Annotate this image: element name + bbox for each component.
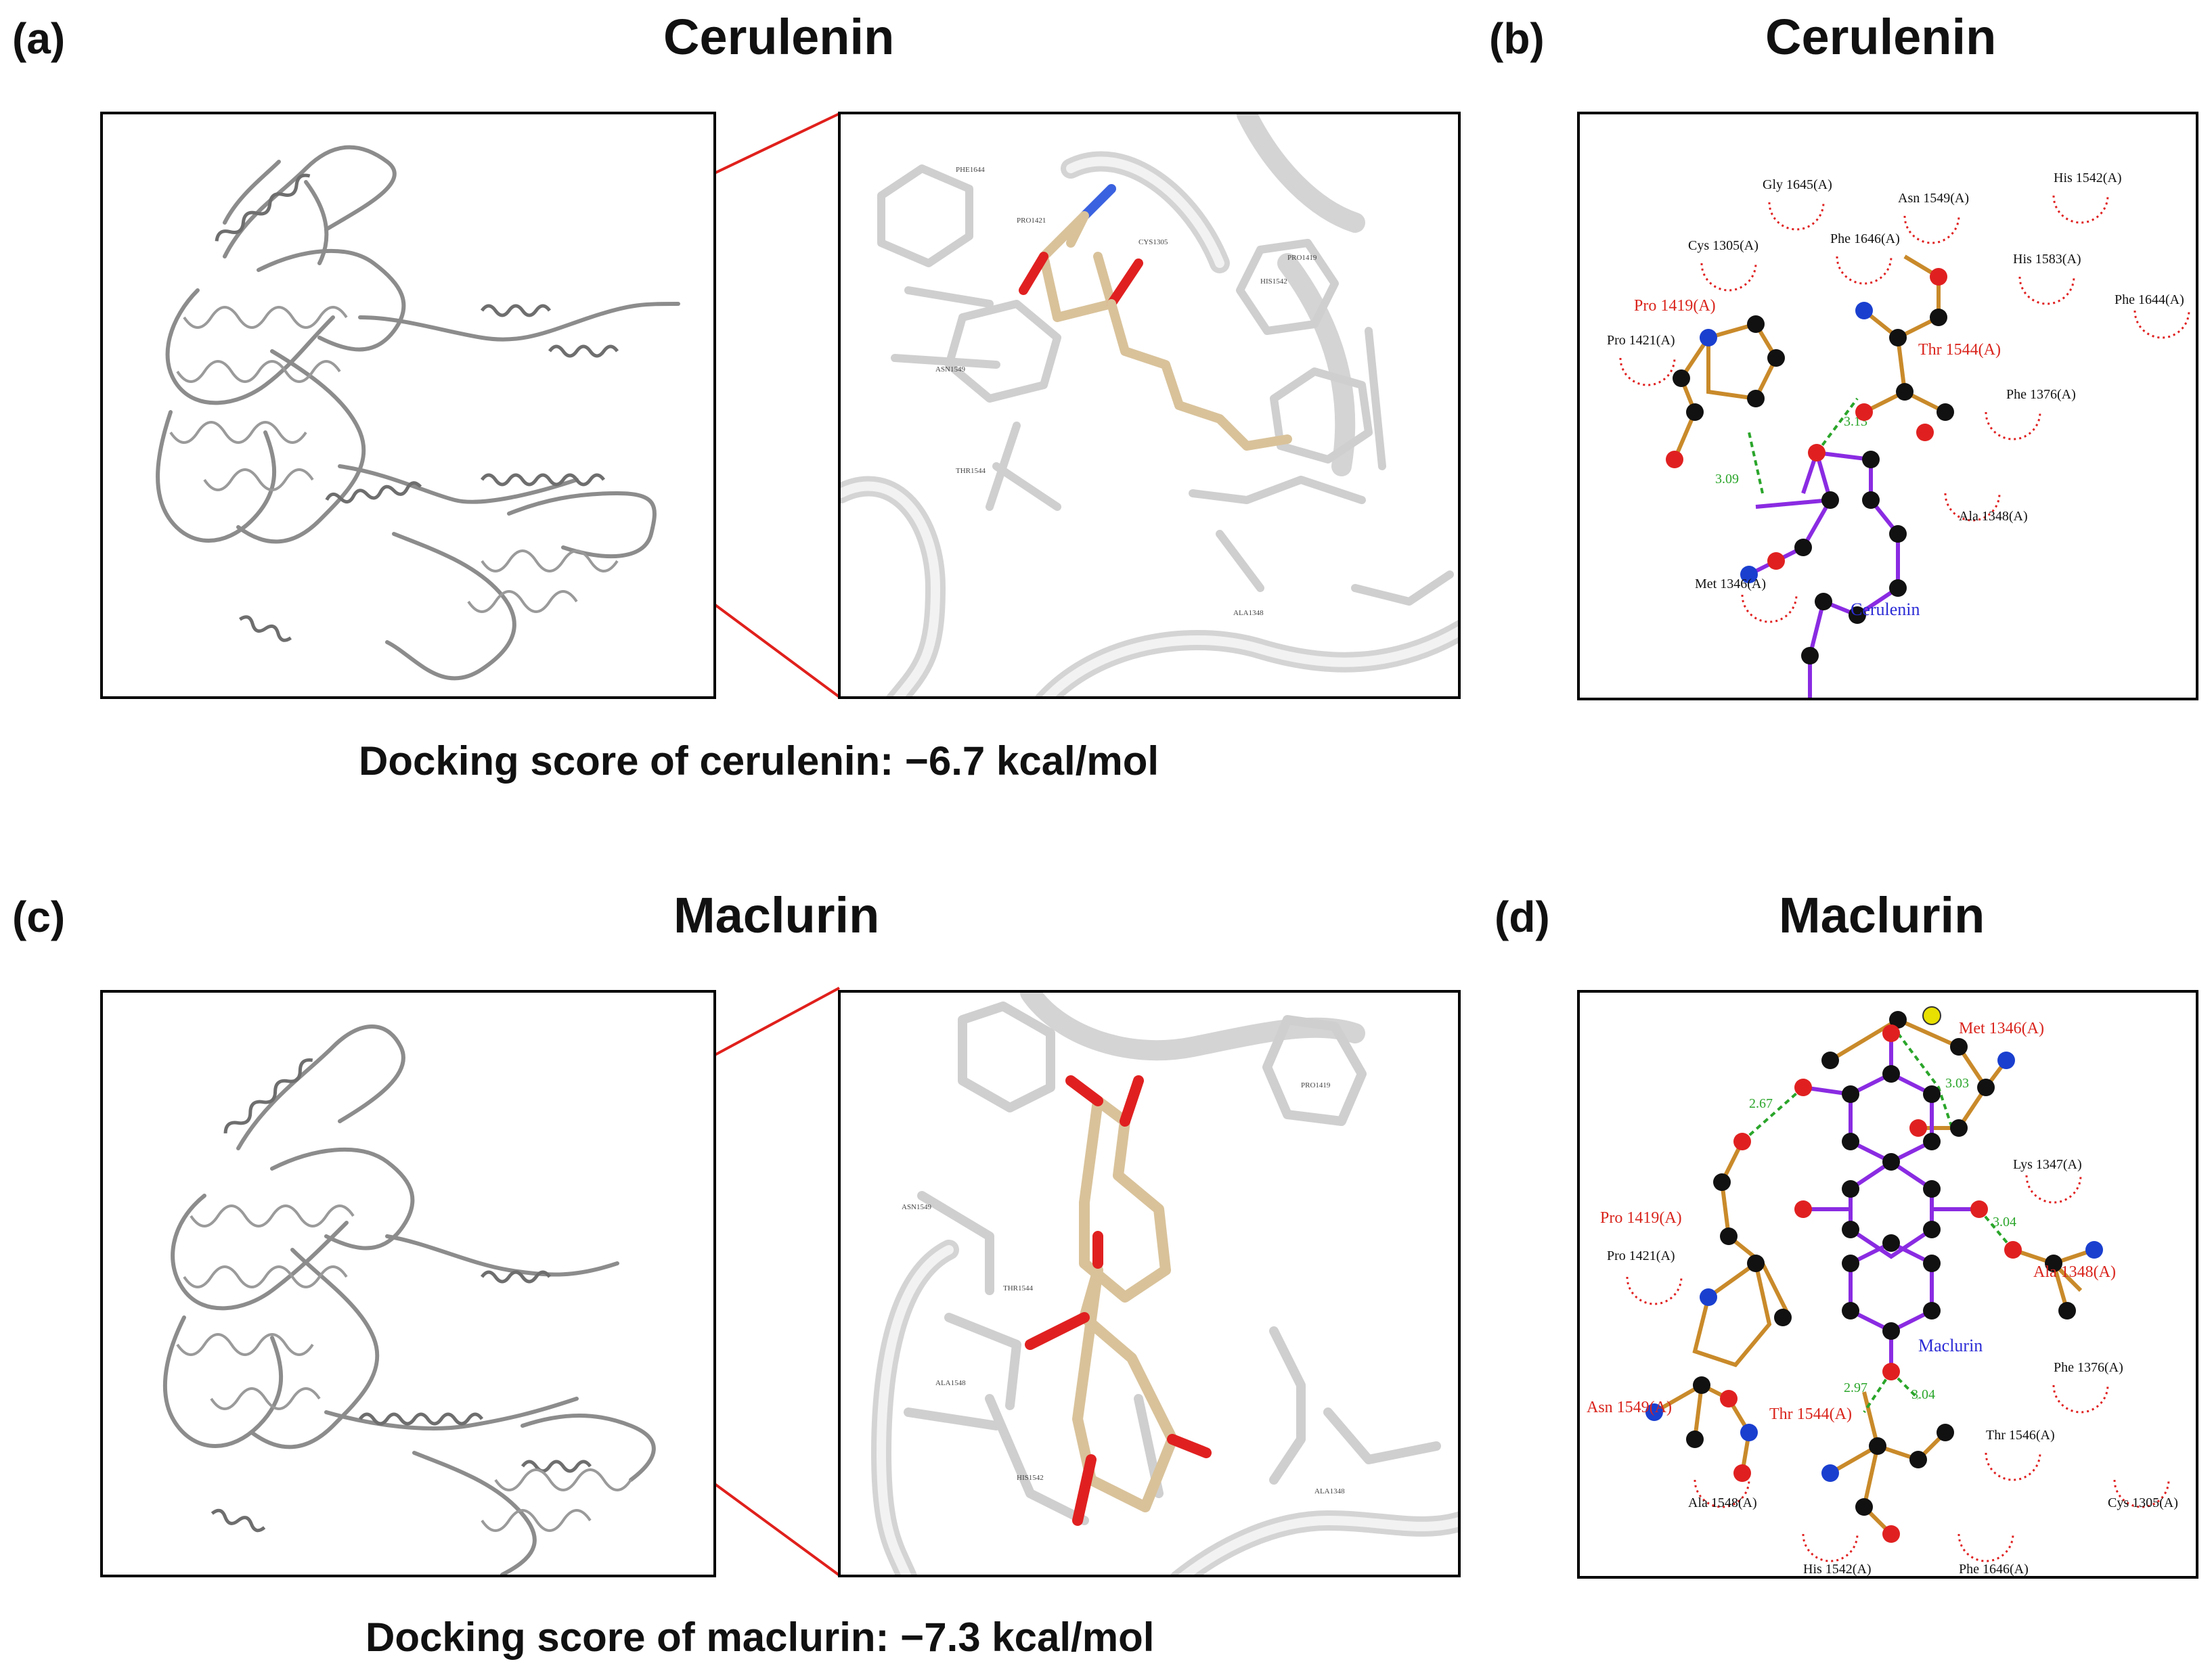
contact-residue: His 1542(A) [2054, 171, 2122, 185]
contact-residue: Ala 1548(A) [1688, 1495, 1757, 1510]
hbond-residue: Met 1346(A) [1959, 1020, 2044, 1037]
zoom-label: THR1544 [956, 467, 986, 475]
hbond-distance: 3.03 [1945, 1076, 1969, 1091]
zoom-label: ALA1548 [935, 1379, 966, 1387]
contact-residue: Phe 1646(A) [1830, 231, 1900, 246]
contact-residue: Thr 1546(A) [1986, 1428, 2055, 1443]
panel-a-protein-overview [100, 112, 716, 699]
hbond-residue: Pro 1419(A) [1634, 297, 1716, 315]
panel-a-docking-score: Docking score of cerulenin: −6.7 kcal/mo… [359, 738, 1159, 784]
contact-residue: Pro 1421(A) [1607, 1248, 1675, 1263]
panel-c-binding-pocket-zoom: PRO1419 ASN1549 THR1544 ALA1548 HIS1542 … [838, 990, 1461, 1577]
contact-residue: Ala 1348(A) [1959, 509, 2028, 524]
hbond-distance: 3.09 [1715, 472, 1739, 487]
zoom-label: PRO1419 [1301, 1081, 1331, 1089]
ligand-name: Cerulenin [1851, 600, 1920, 619]
ligplot-maclurin: 2.67 3.03 3.04 2.97 3.04 [1587, 1006, 2178, 1577]
hbond-residue: Thr 1544(A) [1769, 1405, 1852, 1423]
ligand-name: Maclurin [1918, 1336, 1983, 1355]
hbond-distance: 3.04 [1993, 1215, 2016, 1230]
contact-residue: Phe 1644(A) [2115, 292, 2184, 307]
hbond-residue: Pro 1419(A) [1600, 1209, 1682, 1227]
zoom-label: PRO1421 [1017, 217, 1046, 225]
contact-residue: Met 1346(A) [1695, 577, 1766, 591]
zoom-label: HIS1542 [1017, 1474, 1044, 1482]
ligplot-cerulenin: 3.09 3.13 [1607, 171, 2190, 698]
contact-residue: Phe 1376(A) [2006, 387, 2076, 402]
contact-residue: Cys 1305(A) [2108, 1495, 2178, 1510]
hbond-residue: Asn 1549(A) [1587, 1399, 1672, 1416]
protein-ribbon-a [156, 145, 680, 681]
zoom-label: HIS1542 [1260, 277, 1287, 286]
panel-b-letter: (b) [1489, 14, 1545, 63]
zoom-label: ALA1348 [1233, 609, 1264, 617]
contact-residue: Gly 1645(A) [1763, 177, 1832, 192]
hbond-distance: 3.04 [1911, 1387, 1935, 1402]
panel-c-protein-overview [100, 990, 716, 1577]
hbond-distance: 2.67 [1749, 1096, 1773, 1111]
panel-a-title: Cerulenin [663, 9, 895, 65]
zoom-label: ALA1348 [1314, 1487, 1345, 1495]
contact-residue: His 1583(A) [2013, 252, 2081, 267]
zoom-label: ASN1549 [935, 365, 966, 374]
zoom-label: PRO1419 [1287, 254, 1317, 262]
hbond-distance: 2.97 [1844, 1380, 1867, 1395]
panel-b-title: Cerulenin [1765, 9, 1997, 65]
hbond-residue: Thr 1544(A) [1918, 341, 2001, 359]
panel-b-ligplot: 3.09 3.13 [1577, 112, 2198, 700]
panel-d-letter: (d) [1495, 893, 1550, 941]
contact-residue: Phe 1646(A) [1959, 1562, 2029, 1577]
contact-residue: Cys 1305(A) [1688, 238, 1758, 253]
binding-pocket-c: PRO1419 ASN1549 THR1544 ALA1548 HIS1542 … [870, 993, 1458, 1575]
zoom-label: PHE1644 [956, 166, 985, 174]
contact-residue: Phe 1376(A) [2054, 1360, 2123, 1375]
contact-residue: Lys 1347(A) [2013, 1157, 2082, 1172]
contact-residue: Pro 1421(A) [1607, 333, 1675, 348]
zoom-label: CYS1305 [1138, 238, 1168, 246]
hbond-residue: Ala 1348(A) [2033, 1263, 2116, 1281]
zoom-label: ASN1549 [902, 1203, 932, 1211]
panel-c-docking-score: Docking score of maclurin: −7.3 kcal/mol [366, 1615, 1155, 1660]
binding-pocket-a: PHE1644 PRO1421 CYS1305 ASN1549 THR1544 … [841, 114, 1458, 696]
zoom-label: THR1544 [1003, 1284, 1034, 1292]
panel-a-binding-pocket-zoom: PHE1644 PRO1421 CYS1305 ASN1549 THR1544 … [838, 112, 1461, 699]
panel-d-ligplot: 2.67 3.03 3.04 2.97 3.04 [1577, 990, 2198, 1579]
contact-residue: His 1542(A) [1803, 1562, 1872, 1577]
panel-a-letter: (a) [12, 14, 66, 63]
contact-residue: Asn 1549(A) [1898, 191, 1969, 206]
protein-ribbon-c [162, 1024, 656, 1575]
panel-c-title: Maclurin [673, 887, 880, 943]
panel-d-title: Maclurin [1779, 887, 1985, 943]
panel-c-letter: (c) [12, 893, 66, 941]
